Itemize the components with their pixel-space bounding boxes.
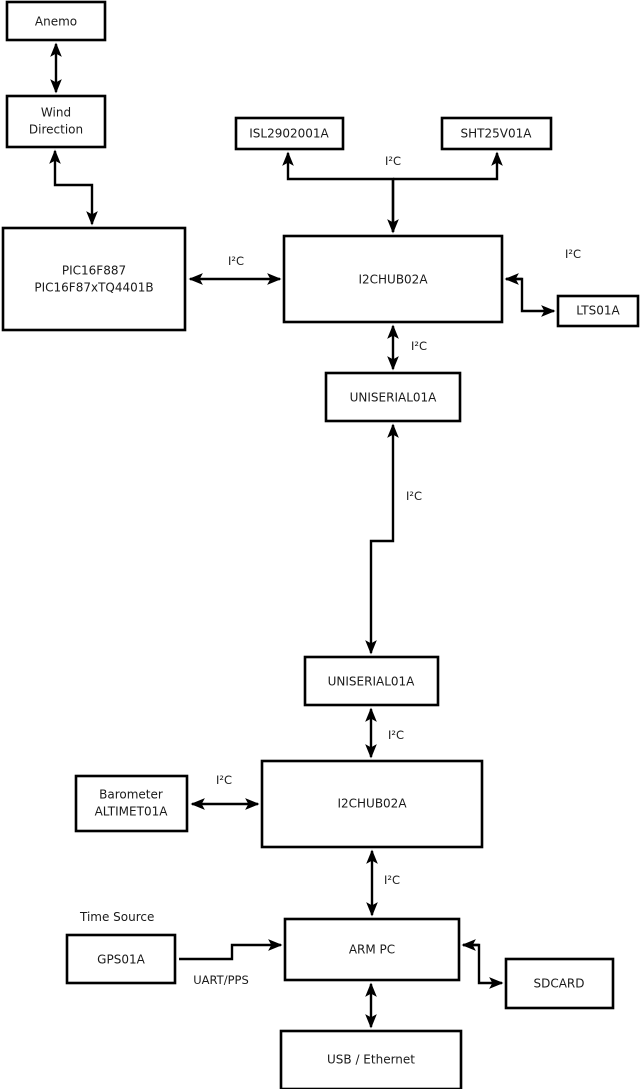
edge-label-i2c-top-bus: I²C: [385, 154, 401, 168]
node-i2chub02a-top-box[interactable]: [282, 234, 504, 324]
node-pic-mcu-label-line2: PIC16F87xTQ4401B: [34, 281, 153, 295]
node-i2chub02a-top-label: I2CHUB02A: [358, 273, 428, 287]
node-isl2902001a-box[interactable]: [234, 116, 345, 151]
edge-label-uart-pps: UART/PPS: [193, 973, 249, 987]
node-i2chub02a-bottom[interactable]: I2CHUB02A: [260, 759, 484, 849]
node-arm-pc-box[interactable]: [283, 917, 461, 982]
connector-wind-pic: [49, 149, 98, 226]
node-sdcard-box[interactable]: [504, 957, 615, 1010]
node-sht25v01a-box[interactable]: [440, 116, 553, 151]
node-pic-mcu-box[interactable]: [1, 226, 187, 332]
node-uniserial01a-bottom[interactable]: UNISERIAL01A: [303, 655, 440, 707]
edge-label-i2c-hub-lts: I²C: [565, 247, 581, 261]
edge-label-i2c-pic-hub: I²C: [228, 254, 244, 268]
node-uniserial01a-top-label: UNISERIAL01A: [350, 391, 438, 405]
node-barometer[interactable]: Barometer ALTIMET01A: [74, 774, 189, 833]
node-uniserial01a-top[interactable]: UNISERIAL01A: [324, 371, 462, 423]
edge-label-i2c-uniserial-link: I²C: [406, 489, 422, 503]
node-uniserial01a-bottom-label: UNISERIAL01A: [328, 675, 416, 689]
node-isl2902001a-label: ISL2902001A: [249, 127, 329, 141]
node-sht25v01a[interactable]: SHT25V01A: [440, 116, 553, 151]
node-wind-direction-label-line2: Direction: [29, 123, 83, 137]
node-i2chub02a-bottom-box[interactable]: [260, 759, 484, 849]
connector-hubtop-isl: [282, 151, 395, 232]
node-wind-direction-label-line1: Wind: [41, 106, 71, 120]
node-lts01a-label: LTS01A: [576, 304, 620, 318]
node-anemo-label: Anemo: [35, 15, 77, 29]
edge-label-i2c-hub-uniserial: I²C: [411, 339, 427, 353]
node-wind-direction[interactable]: Wind Direction: [5, 94, 107, 149]
node-gps01a-box[interactable]: [65, 933, 177, 985]
node-i2chub02a-top[interactable]: I2CHUB02A: [282, 234, 504, 324]
node-usb-ethernet-box[interactable]: [279, 1029, 463, 1089]
edge-label-i2c-hub-arm: I²C: [384, 873, 400, 887]
node-wind-direction-box[interactable]: [5, 94, 107, 149]
node-lts01a[interactable]: LTS01A: [556, 294, 640, 328]
node-pic-mcu-label-line1: PIC16F887: [62, 264, 126, 278]
node-usb-ethernet-label: USB / Ethernet: [327, 1053, 415, 1067]
node-arm-pc-label: ARM PC: [349, 943, 395, 957]
node-gps01a-label: GPS01A: [97, 953, 145, 967]
edge-label-i2c-uniserial-hub: I²C: [388, 728, 404, 742]
node-sht25v01a-label: SHT25V01A: [461, 127, 533, 141]
node-pic-mcu[interactable]: PIC16F887 PIC16F87xTQ4401B: [1, 226, 187, 332]
node-lts01a-box[interactable]: [556, 294, 640, 328]
label-time-source: Time Source: [79, 910, 154, 924]
node-uniserial01a-top-box[interactable]: [324, 371, 462, 423]
node-uniserial01a-bottom-box[interactable]: [303, 655, 440, 707]
edge-label-i2c-baro-hub: I²C: [216, 773, 232, 787]
node-barometer-label-line1: Barometer: [99, 788, 163, 802]
connector-hubtop-lts: [506, 277, 556, 317]
node-sdcard[interactable]: SDCARD: [504, 957, 615, 1010]
connector-arm-sdcard: [463, 943, 504, 989]
node-usb-ethernet[interactable]: USB / Ethernet: [279, 1029, 463, 1089]
connector-uniserialbot-uniserialtop: [365, 423, 399, 655]
node-barometer-label-line2: ALTIMET01A: [95, 805, 169, 819]
node-sdcard-label: SDCARD: [533, 977, 584, 991]
node-anemo[interactable]: Anemo: [5, 0, 107, 42]
node-gps01a[interactable]: GPS01A: [65, 933, 177, 985]
node-anemo-box[interactable]: [5, 0, 107, 42]
node-isl2902001a[interactable]: ISL2902001A: [234, 116, 345, 151]
connector-hubtop-sht: [393, 151, 503, 181]
node-i2chub02a-bottom-label: I2CHUB02A: [337, 797, 407, 811]
node-barometer-box[interactable]: [74, 774, 189, 833]
node-arm-pc[interactable]: ARM PC: [283, 917, 461, 982]
connector-gps-arm: [179, 939, 283, 961]
